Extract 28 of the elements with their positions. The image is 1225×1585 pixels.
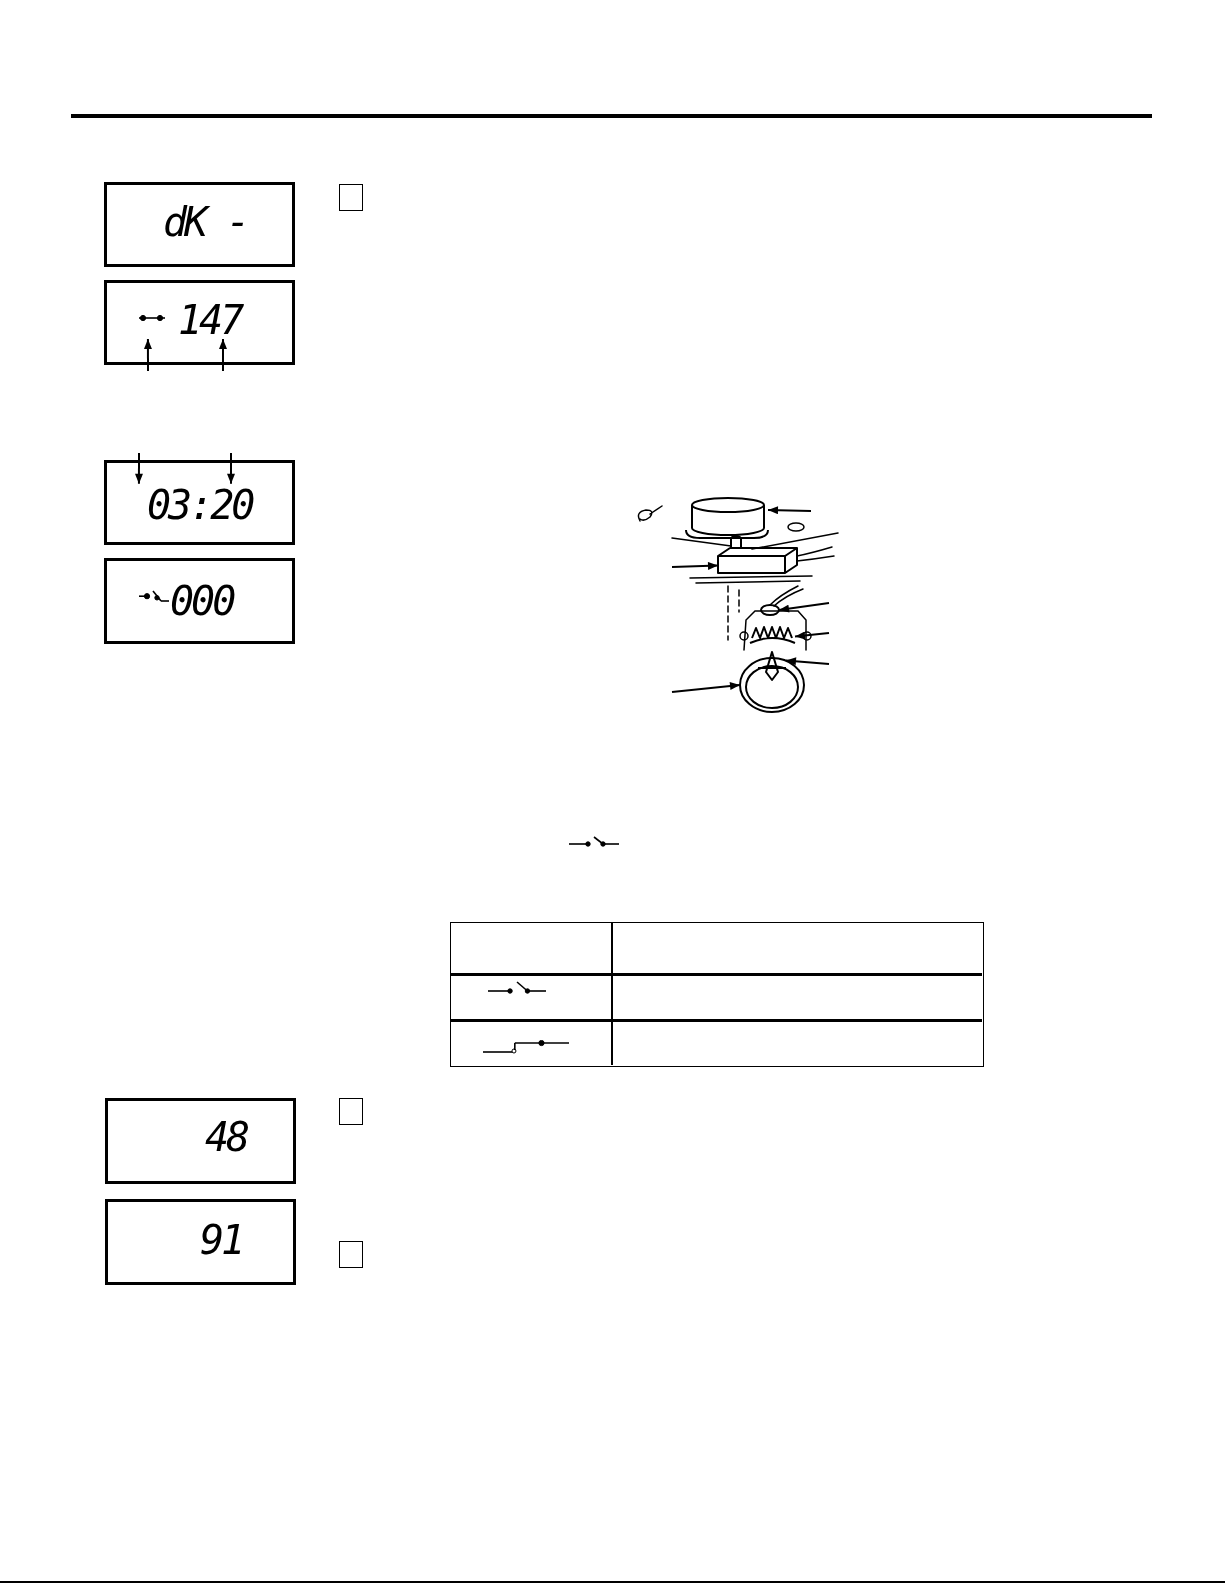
cam-hub — [757, 651, 787, 681]
leader-arrow — [671, 682, 741, 693]
leader-arrow — [778, 602, 830, 613]
dial-ring — [739, 657, 805, 713]
lcd-display — [104, 558, 295, 644]
lcd-readout: 48 — [205, 1117, 248, 1157]
leader-arrow — [143, 338, 152, 372]
leader-arrow — [219, 338, 227, 372]
leader-arrow — [671, 561, 719, 570]
lcd-readout: 03:20 — [147, 485, 253, 525]
wire-grommet — [760, 604, 780, 616]
lcd-display — [104, 460, 295, 545]
lcd-readout: dK - — [163, 202, 248, 242]
leader-arrow — [767, 506, 812, 515]
motor — [685, 497, 769, 539]
lcd-display — [104, 280, 295, 365]
leader-arrow — [785, 657, 830, 666]
leader-arrow — [227, 452, 235, 485]
lcd-display — [105, 1199, 296, 1285]
lcd-readout: 91 — [200, 1220, 243, 1260]
switch — [717, 535, 798, 574]
lcd-readout: 147 — [178, 300, 242, 340]
lcd-display — [104, 182, 295, 267]
leader-arrow — [794, 631, 830, 640]
leader-arrow — [134, 452, 143, 485]
lcd-display — [105, 1098, 296, 1184]
lcd-readout: 000 — [170, 581, 234, 621]
gear — [749, 626, 796, 644]
